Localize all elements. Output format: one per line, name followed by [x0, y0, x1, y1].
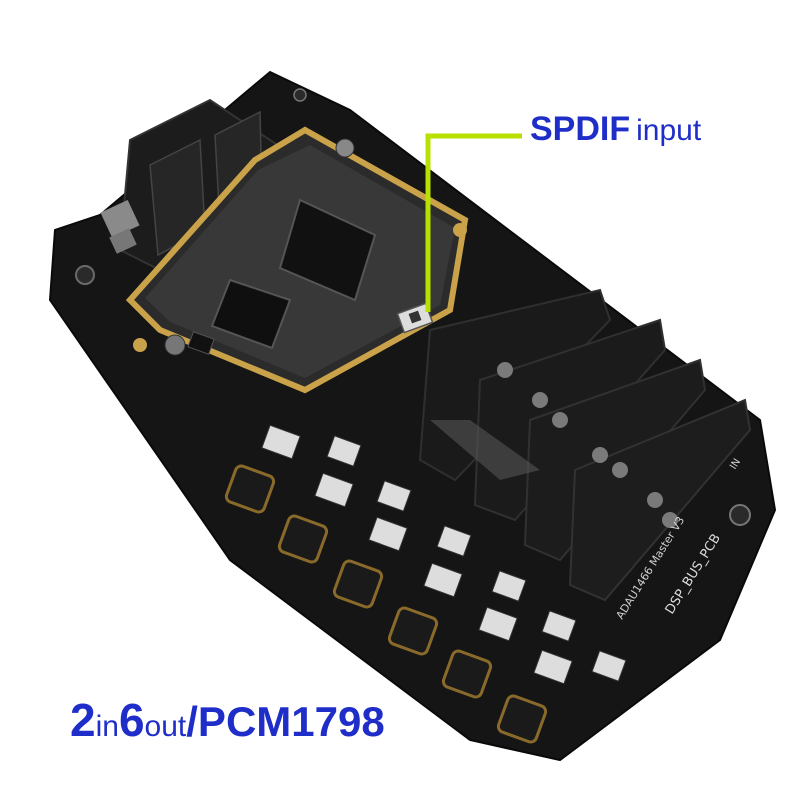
- spdif-connector: [396, 302, 434, 334]
- callout-leader-line: [425, 133, 522, 312]
- callout-title: SPDIF: [530, 110, 631, 148]
- outputs-word: out: [144, 710, 187, 743]
- rca-jack: [387, 562, 463, 656]
- dsp-chip: [278, 198, 377, 302]
- rca-jack: [496, 649, 573, 744]
- rca-jack-row: [224, 424, 627, 744]
- mounting-hole: [293, 88, 307, 102]
- mounting-hole: [729, 504, 751, 526]
- rca-jack: [277, 472, 354, 564]
- silkscreen-in: IN: [728, 457, 743, 472]
- dac-part: /PCM1798: [186, 698, 385, 745]
- pin-header-strip: [430, 420, 540, 480]
- outputs-count: 6: [118, 694, 145, 746]
- rca-jack: [441, 606, 518, 699]
- mounting-hole: [75, 265, 95, 285]
- rca-jack: [332, 516, 408, 609]
- inputs-count: 2: [70, 694, 96, 746]
- spec-line: 2in6out/PCM1798: [70, 697, 385, 743]
- dsp-core-module: [125, 126, 469, 394]
- rca-jack: [224, 424, 301, 514]
- callout-subtitle: input: [636, 114, 702, 147]
- memory-chip: [210, 278, 292, 350]
- inputs-word: in: [95, 710, 119, 743]
